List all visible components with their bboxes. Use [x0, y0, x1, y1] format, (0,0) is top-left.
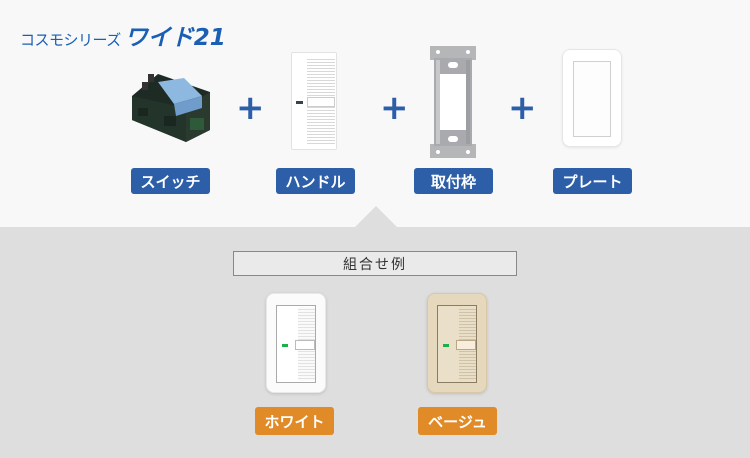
switch-body-icon [132, 74, 210, 142]
switch-inner [437, 305, 477, 383]
handle-key [307, 97, 335, 107]
handle-icon [291, 52, 337, 150]
label-handle: ハンドル [276, 168, 355, 194]
label-beige: ベージュ [418, 407, 497, 435]
label-white: ホワイト [255, 407, 334, 435]
beige-switch-icon [427, 293, 487, 393]
handle-lamp [296, 101, 303, 104]
indicator-lamp-icon [443, 344, 449, 347]
series-name: コスモシリーズ [20, 31, 121, 49]
plus-icon: + [508, 88, 537, 128]
white-switch-icon [266, 293, 326, 393]
indicator-lamp-icon [282, 344, 288, 347]
section-title: 組合せ例 [233, 251, 517, 276]
plate-opening [573, 61, 611, 137]
label-frame: 取付枠 [414, 168, 493, 194]
page-title: コスモシリーズ ワイド21 [20, 18, 226, 52]
product-name: ワイド21 [124, 25, 226, 51]
plus-icon: + [236, 88, 265, 128]
mounting-frame-icon [430, 46, 476, 158]
plus-icon: + [380, 88, 409, 128]
switch-inner [276, 305, 316, 383]
plate-icon [562, 49, 622, 147]
switch-key [456, 340, 476, 350]
label-switch: スイッチ [131, 168, 210, 194]
label-plate: プレート [553, 168, 632, 194]
pointer-arrow [355, 206, 397, 227]
switch-key [295, 340, 315, 350]
